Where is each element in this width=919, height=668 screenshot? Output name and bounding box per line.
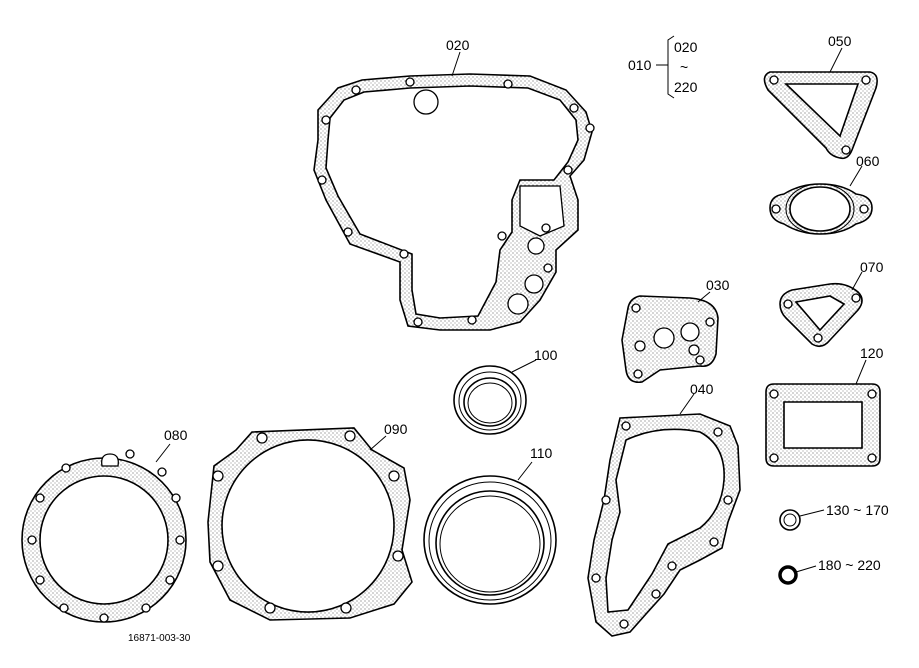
gasket-040	[587, 413, 741, 637]
leader-130-170	[799, 509, 825, 517]
set-range-start: 020	[674, 39, 698, 55]
label-070: 070	[860, 259, 884, 275]
label-120: 120	[860, 345, 884, 361]
oring-180-220	[778, 565, 798, 585]
leader-070	[851, 271, 863, 291]
seal-110	[423, 475, 557, 605]
leader-050	[829, 47, 843, 73]
set-range-tilde: ~	[680, 59, 688, 75]
leader-120	[855, 359, 867, 385]
seal-100	[453, 365, 527, 435]
gasket-020	[313, 73, 595, 331]
leader-030	[697, 291, 711, 303]
gasket-030	[621, 295, 719, 384]
label-100: 100	[534, 347, 558, 363]
leader-060	[849, 165, 863, 187]
gasket-050	[763, 71, 878, 160]
label-020: 020	[446, 37, 470, 53]
leader-110	[517, 461, 533, 481]
gasket-070	[779, 282, 863, 348]
label-030: 030	[706, 277, 730, 293]
leader-100	[511, 359, 537, 373]
label-050: 050	[828, 33, 852, 49]
label-130-170: 130 ~ 170	[826, 502, 889, 518]
label-040: 040	[690, 381, 714, 397]
leader-080	[155, 443, 171, 463]
leader-090	[369, 435, 387, 451]
set-range-end: 220	[674, 79, 698, 95]
label-110: 110	[530, 445, 553, 461]
leader-040	[679, 393, 695, 415]
drawing-number: 16871-003-30	[128, 633, 191, 644]
label-080: 080	[164, 427, 188, 443]
leader-180-220	[795, 565, 817, 573]
gasket-060	[769, 183, 873, 235]
label-060: 060	[856, 153, 880, 169]
label-180-220: 180 ~ 220	[818, 557, 881, 573]
washer-130-170	[779, 509, 801, 531]
set-bracket	[667, 35, 675, 99]
gasket-080	[21, 449, 187, 623]
gasket-090	[207, 427, 413, 621]
label-090: 090	[384, 421, 408, 437]
set-ref: 010	[628, 57, 652, 73]
leader-020	[451, 51, 461, 77]
set-label-010: 010 020 ~ 220	[628, 35, 698, 99]
gasket-120	[765, 383, 881, 467]
